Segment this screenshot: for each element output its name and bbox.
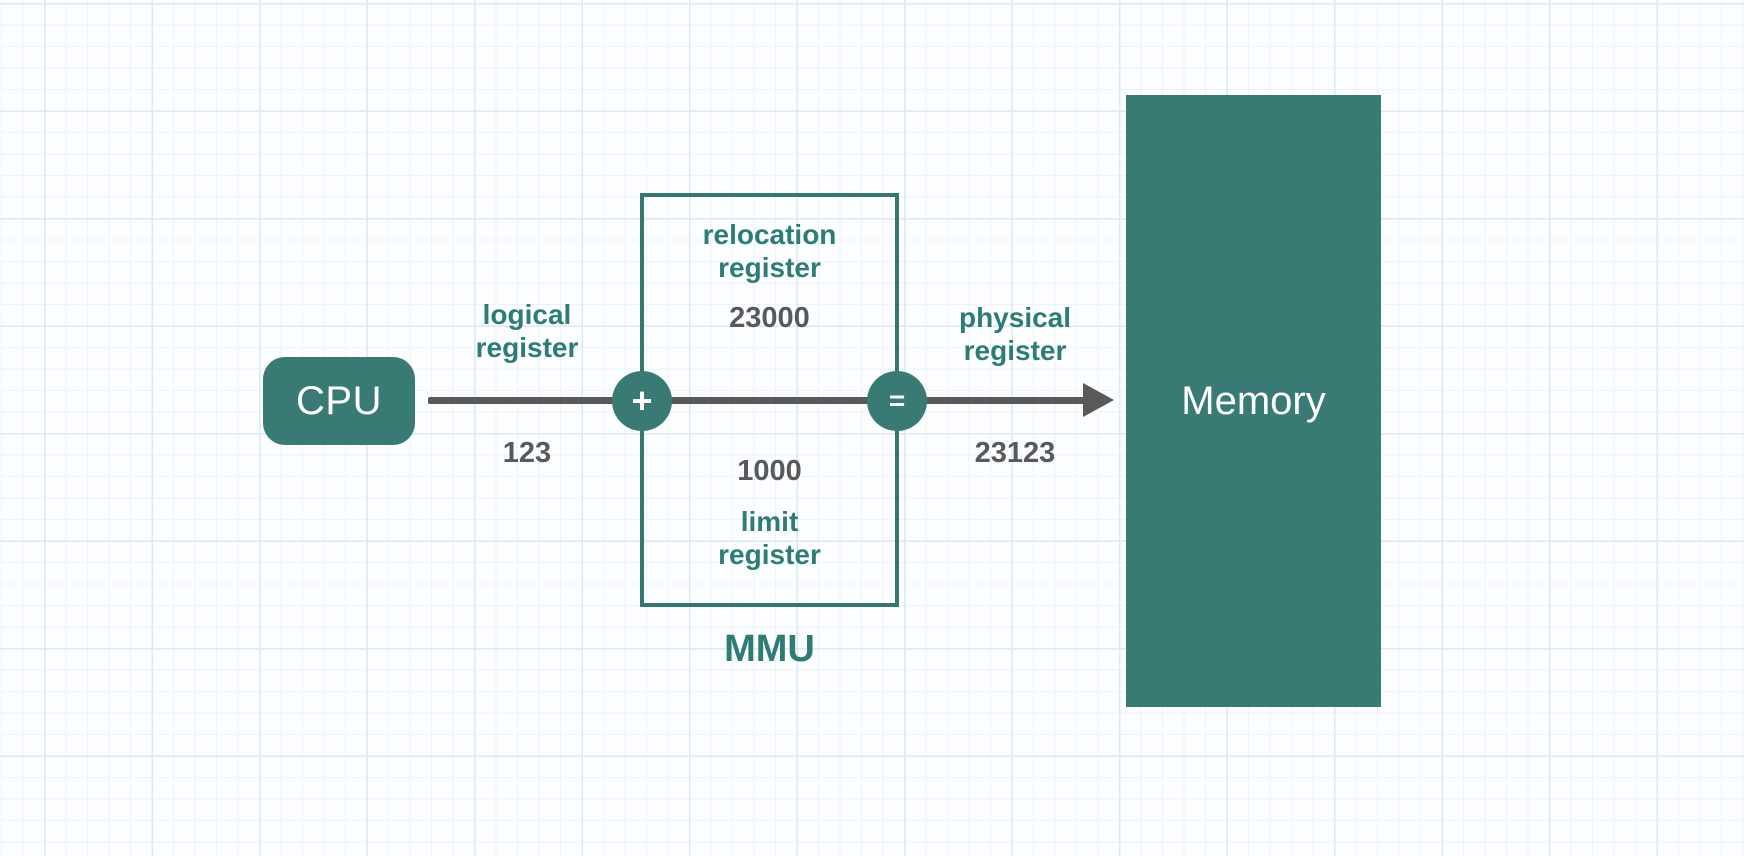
relocation-register-label-line1: relocation xyxy=(702,219,837,250)
logical-register-label-line1: logical xyxy=(482,299,572,330)
logical-register-label: logical register xyxy=(427,298,627,364)
limit-register-value: 1000 xyxy=(737,455,802,487)
relocation-register-label-line2: register xyxy=(718,252,821,283)
equals-icon: = xyxy=(888,385,906,416)
cpu-box[interactable]: CPU xyxy=(263,357,415,445)
limit-register-label: limit register xyxy=(642,505,897,571)
equals-operator-circle[interactable]: = xyxy=(867,371,927,431)
memory-box[interactable]: Memory xyxy=(1126,95,1381,707)
physical-register-label: physical register xyxy=(915,301,1115,367)
logical-register-label-line2: register xyxy=(475,332,579,363)
relocation-register-value: 23000 xyxy=(729,302,810,334)
physical-register-value: 23123 xyxy=(974,437,1056,469)
limit-register-label-line2: register xyxy=(718,539,821,570)
cpu-label: CPU xyxy=(296,378,382,423)
address-flow-line xyxy=(428,397,1085,404)
relocation-register-label: relocation register xyxy=(642,218,897,284)
memory-label: Memory xyxy=(1181,378,1326,423)
limit-register-label-line1: limit xyxy=(740,506,799,537)
mmu-label: MMU xyxy=(724,628,815,670)
logical-register-value: 123 xyxy=(502,437,552,469)
plus-operator-circle[interactable]: + xyxy=(612,371,672,431)
physical-register-label-line2: register xyxy=(963,335,1067,366)
arrowhead-icon xyxy=(1083,383,1114,417)
plus-icon: + xyxy=(631,380,653,421)
physical-register-label-line1: physical xyxy=(958,302,1072,333)
